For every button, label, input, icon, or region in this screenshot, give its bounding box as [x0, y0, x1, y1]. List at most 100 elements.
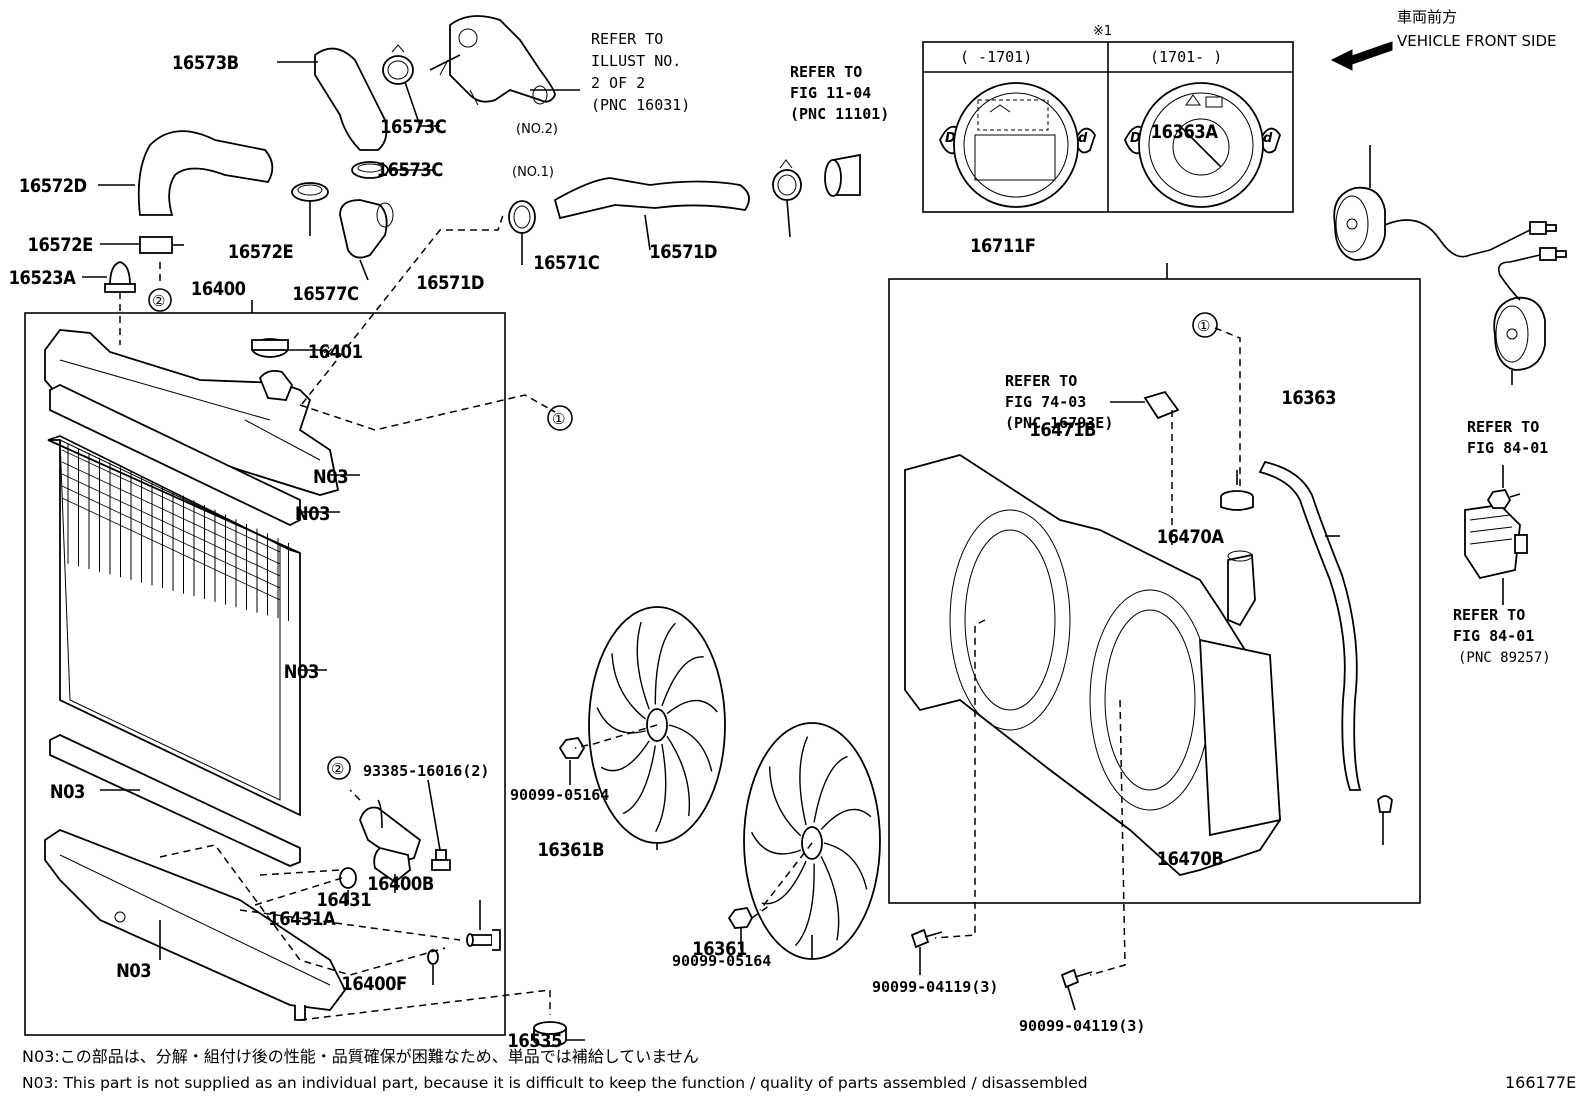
label-16572e-right: 16572E [228, 242, 293, 263]
fan-blade [761, 860, 807, 905]
cushion-16535-icon [533, 1021, 567, 1047]
nut-90099-05164-a-icon [558, 737, 586, 759]
clip-16572e-icon [139, 236, 184, 254]
clamp-16571d-left-icon [508, 200, 536, 234]
ref-fig-84-01-bottom: REFER TO FIG 84-01 (PNC 89257) [1453, 606, 1551, 666]
fan-blade [661, 656, 704, 707]
svg-text:d: d [1263, 131, 1273, 146]
svg-text:D: D [945, 131, 956, 146]
label-plate-icon [1143, 390, 1180, 420]
ref-8401b-line2: FIG 84-01 [1453, 627, 1534, 645]
label-90099-05164-right: 90099-05164 [672, 952, 771, 970]
radiator-cap-early-icon: D d [939, 82, 1096, 208]
ref-illust-2of2: REFER TO ILLUST NO. 2 OF 2 (PNC 16031) [591, 30, 690, 114]
marker-1-left: ① [552, 410, 565, 428]
marker-1-right: ① [1197, 317, 1210, 335]
engine-pipe-icon [824, 153, 861, 197]
label-16470b: 16470B [1157, 849, 1224, 870]
label-90099-05164-left: 90099-05164 [510, 786, 609, 804]
label-16401: 16401 [308, 342, 363, 363]
bolt-93385-icon [431, 849, 451, 871]
fan-blade [820, 856, 840, 941]
ref-1104-line1: REFER TO [790, 63, 862, 81]
fan-blade [750, 831, 802, 855]
label-16471b: 16471B [1029, 420, 1096, 441]
label-16571d-right: 16571D [649, 242, 717, 263]
figure-id: 166177E [1505, 1073, 1576, 1092]
label-16571c: 16571C [533, 253, 599, 274]
fan-blade [654, 622, 676, 705]
ref-8401a-line1: REFER TO [1467, 418, 1539, 436]
upper-tank-seal-icon [49, 383, 301, 527]
fan-shroud-assembly-box [888, 278, 1421, 904]
drain-cock-16400b-icon [466, 929, 501, 951]
radiator-assembly-box [24, 312, 506, 1036]
dashed-connection-lines [119, 214, 1241, 1021]
leader-lines [82, 54, 1513, 1041]
label-16573c-no2: 16573C [380, 117, 446, 138]
hose-16573b-icon [314, 47, 388, 151]
fan-blade [666, 699, 718, 715]
ref-fig-74-03: REFER TO FIG 74-03 (PNC 16793E) [1005, 372, 1113, 432]
note-n03-en: N03: This part is not supplied as an ind… [22, 1074, 1088, 1092]
ref-illust-line1: REFER TO [591, 30, 663, 48]
label-n03-2: N03 [295, 504, 330, 525]
fan-blade [794, 863, 815, 947]
bolt-controller-icon [1486, 489, 1521, 509]
label-16400f: 16400F [341, 974, 406, 995]
radiator-cap-16401-icon [251, 338, 289, 358]
radiator-upper-tank-icon [44, 329, 340, 496]
ref-7403-line3: (PNC 16793E) [1005, 414, 1113, 432]
label-16523a: 16523A [9, 268, 77, 289]
ref-1104-line3: (PNC 11101) [790, 105, 889, 123]
front-arrow-icon [1330, 41, 1393, 71]
marker-circles [148, 288, 1218, 780]
overflow-hose-16470a-icon [1258, 460, 1362, 791]
label-16572e-left: 16572E [28, 235, 93, 256]
ref-8401b-line3: (PNC 89257) [1458, 650, 1551, 666]
radiator-fin-line [61, 473, 281, 577]
ref-1104-line2: FIG 11-04 [790, 84, 871, 102]
ref-illust-line4: (PNC 16031) [591, 96, 690, 114]
variant-table-mark: ※1 [1093, 24, 1112, 39]
fan-blade [666, 735, 691, 817]
label-16400: 16400 [191, 279, 246, 300]
ref-illust-line2: ILLUST NO. [591, 52, 681, 70]
ref-fig-11-04: REFER TO FIG 11-04 (PNC 11101) [790, 63, 889, 123]
fan-controller-icon [1464, 504, 1528, 580]
clamp-16571d-right-icon [772, 159, 802, 201]
label-16573b: 16573B [172, 53, 239, 74]
elbow-16577c-icon [339, 199, 394, 259]
fan-blade [655, 743, 667, 833]
bolt-90099-04119-b-icon [1060, 968, 1093, 989]
label-16571d-left: 16571D [416, 273, 484, 294]
radiator-fins-icon [61, 443, 289, 621]
label-16711f: 16711F [970, 236, 1035, 257]
label-n03-5: N03 [116, 961, 151, 982]
label-16470a: 16470A [1157, 527, 1225, 548]
vehicle-front-indicator: 車両前方 VEHICLE FRONT SIDE [1330, 8, 1557, 71]
label-16363a: 16363A [1151, 122, 1219, 143]
variant-col2-label: (1701- ) [1150, 48, 1222, 66]
radiator-fin-line [61, 461, 281, 565]
fan-blade [820, 808, 872, 831]
label-16431a: 16431A [268, 909, 336, 930]
fan-shroud-icon [904, 454, 1281, 876]
label-16401-mark: ※1 [323, 346, 342, 361]
drain-pipe-16431-icon [359, 806, 422, 884]
label-16361: 16361 [692, 939, 747, 960]
radiator-fin-line [61, 449, 281, 553]
ref-8401b-line1: REFER TO [1453, 606, 1525, 624]
o-ring-16400f-icon [427, 949, 439, 965]
label-16572d: 16572D [19, 176, 87, 197]
label-16363: 16363 [1281, 388, 1336, 409]
o-ring-16431a-icon [339, 867, 357, 889]
nut-90099-05164-b-icon [727, 907, 754, 929]
clamp-16572e-icon [291, 182, 329, 202]
label-n03-1: N03 [313, 467, 348, 488]
fan-blade [768, 766, 802, 837]
fan-motor-16363a-icon [1333, 186, 1557, 261]
label-16573c-no1-note: (NO.1) [512, 165, 554, 180]
reservoir-cap-16471b-icon [1220, 490, 1254, 511]
